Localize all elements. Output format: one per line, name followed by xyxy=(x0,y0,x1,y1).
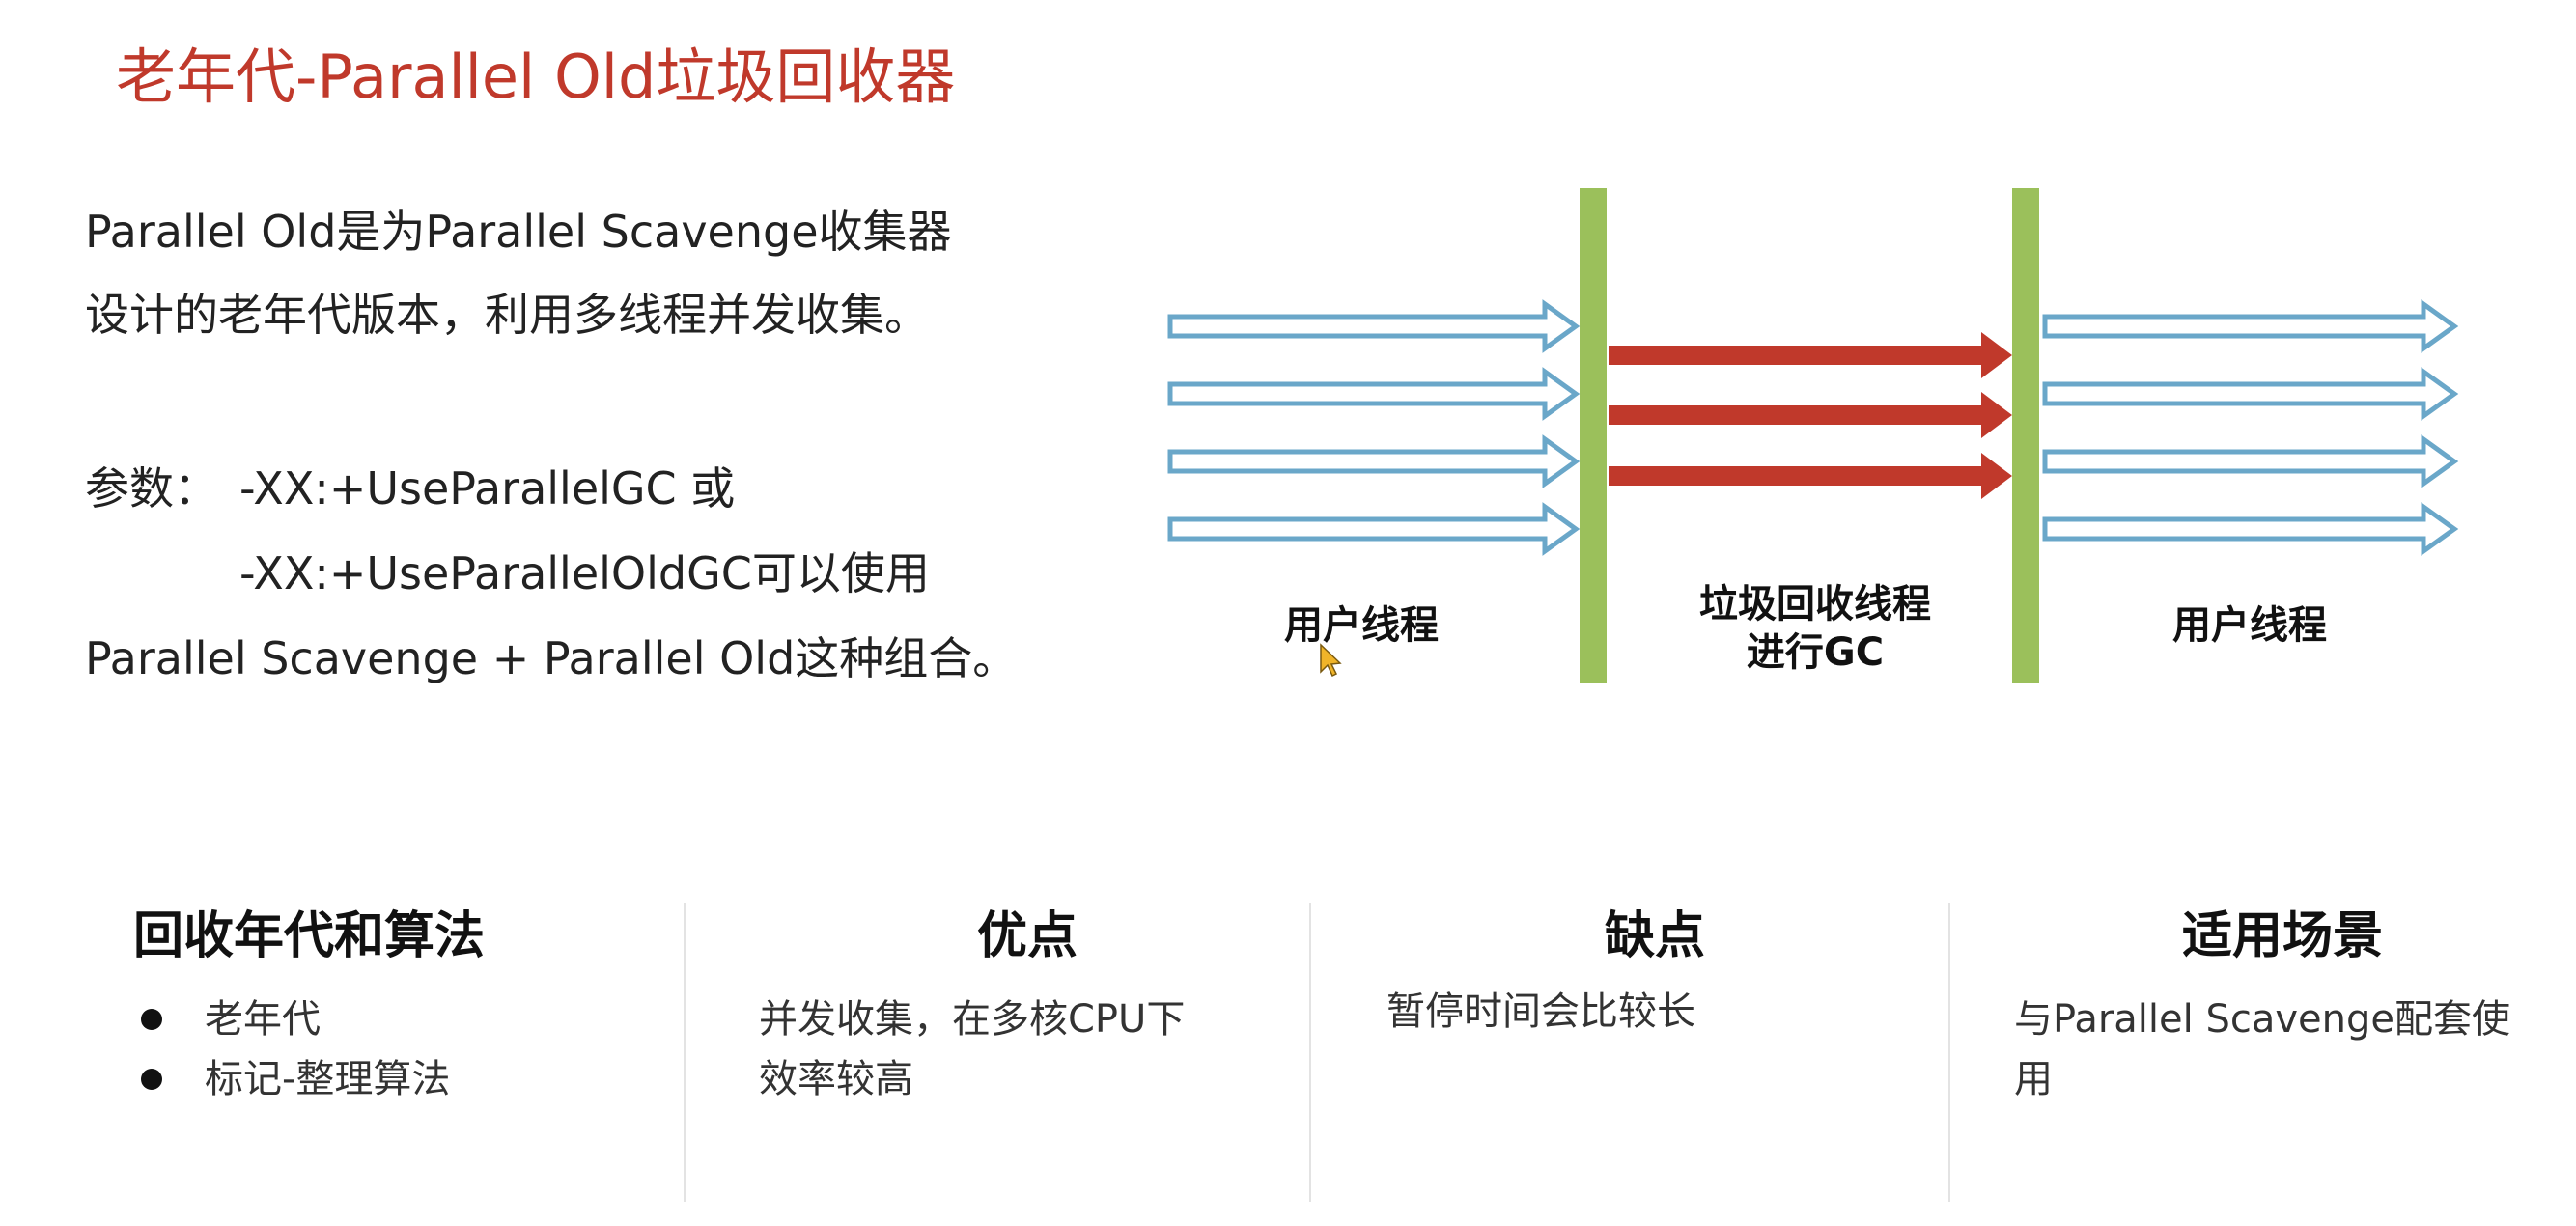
column-divider xyxy=(1948,903,1950,1202)
user-thread-arrow xyxy=(1167,502,1581,556)
user-thread-arrow xyxy=(2042,502,2459,556)
scenario-line-2: 用 xyxy=(2014,1057,2053,1101)
user-thread-arrow xyxy=(2042,434,2459,488)
user-threads-left xyxy=(1167,299,1581,556)
list-item: 老年代 xyxy=(133,989,674,1049)
scenario-line-1: 与Parallel Scavenge配套使 xyxy=(2014,997,2510,1042)
summary-columns: 回收年代和算法 老年代 标记-整理算法 优点 并发收集，在多核CPU下 效率较高… xyxy=(0,903,2576,1202)
left-user-thread-label: 用户线程 xyxy=(1284,603,1439,648)
cons-line-1: 暂停时间会比较长 xyxy=(1386,989,1695,1034)
gc-thread-label: 垃圾回收线程 xyxy=(1699,582,1931,627)
column-scenario: 适用场景 与Parallel Scavenge配套使 用 xyxy=(2014,903,2555,1202)
bullet-icon xyxy=(141,1009,162,1030)
gc-action-label: 进行GC xyxy=(1746,630,1885,675)
param-option-1: -XX:+UseParallelGC 或 xyxy=(239,462,736,515)
slide-title: 老年代-Parallel Old垃圾回收器 xyxy=(116,42,956,112)
column-divider xyxy=(684,903,686,1202)
gc-thread-arrow xyxy=(1609,453,2012,499)
list-item-text: 老年代 xyxy=(205,997,321,1042)
pros-line-1: 并发收集，在多核CPU下 xyxy=(759,997,1186,1042)
column-generation-algorithm: 回收年代和算法 老年代 标记-整理算法 xyxy=(133,903,674,1202)
user-thread-arrow xyxy=(1167,434,1581,488)
bullet-icon xyxy=(141,1069,162,1090)
column-heading: 缺点 xyxy=(1605,907,1706,965)
gc-threads xyxy=(1609,332,2012,499)
user-thread-arrow xyxy=(2042,299,2459,353)
param-option-2: -XX:+UseParallelOldGC可以使用 xyxy=(239,547,930,599)
list-item: 标记-整理算法 xyxy=(133,1049,674,1109)
intro-line-2: 设计的老年代版本，利用多线程并发收集。 xyxy=(85,289,929,341)
safepoint-bar-right xyxy=(2012,188,2039,683)
column-cons: 缺点 暂停时间会比较长 xyxy=(1386,903,1927,1202)
gc-thread-arrow xyxy=(1609,392,2012,438)
gc-thread-arrow xyxy=(1609,332,2012,378)
column-heading: 优点 xyxy=(977,907,1078,965)
user-threads-right xyxy=(2042,299,2459,556)
mouse-cursor-icon xyxy=(1320,643,1342,678)
diagram-graphic xyxy=(1167,188,2459,683)
safepoint-bar-left xyxy=(1580,188,1607,683)
pros-line-2: 效率较高 xyxy=(759,1057,913,1101)
column-heading: 适用场景 xyxy=(2182,907,2384,965)
right-user-thread-label: 用户线程 xyxy=(2172,603,2327,648)
column-body: 并发收集，在多核CPU下 效率较高 xyxy=(759,989,1300,1109)
gc-thread-diagram: 用户线程 垃圾回收线程 进行GC 用户线程 xyxy=(1159,174,2491,714)
list-item-text: 标记-整理算法 xyxy=(205,1057,451,1101)
intro-line-1: Parallel Old是为Parallel Scavenge收集器 xyxy=(85,206,952,258)
user-thread-arrow xyxy=(1167,367,1581,421)
column-body: 老年代 标记-整理算法 xyxy=(133,989,674,1109)
user-thread-arrow xyxy=(2042,367,2459,421)
column-heading: 回收年代和算法 xyxy=(133,907,486,965)
intro-line-combo: Parallel Scavenge + Parallel Old这种组合。 xyxy=(85,632,1018,684)
user-thread-arrow xyxy=(1167,299,1581,353)
column-body: 与Parallel Scavenge配套使 用 xyxy=(2014,989,2555,1109)
column-pros: 优点 并发收集，在多核CPU下 效率较高 xyxy=(759,903,1300,1202)
param-label: 参数： xyxy=(85,462,218,515)
column-body: 暂停时间会比较长 xyxy=(1386,982,1927,1042)
column-divider xyxy=(1309,903,1311,1202)
